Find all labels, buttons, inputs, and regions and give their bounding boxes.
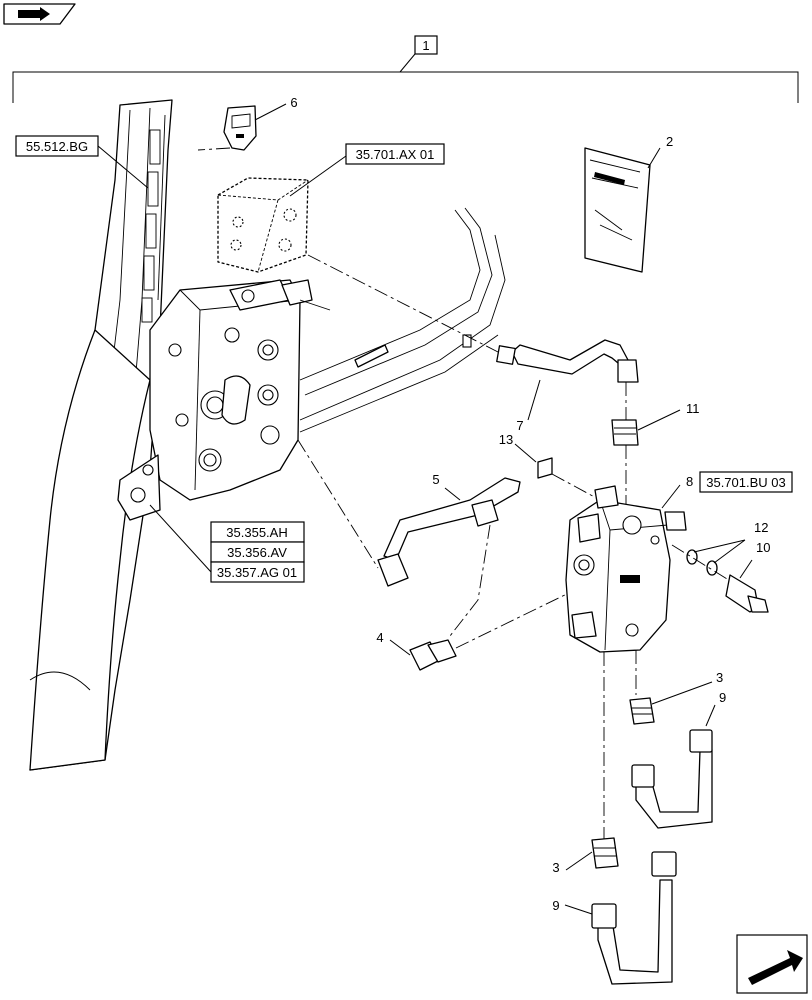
svg-text:55.512.BG: 55.512.BG — [26, 139, 88, 154]
callout-12: 12 — [754, 520, 768, 535]
item-11-fitting — [611, 419, 639, 446]
callout-5: 5 — [432, 472, 439, 487]
item-7-tube — [496, 339, 639, 383]
item-2-manual — [584, 147, 651, 273]
svg-text:35.355.AH: 35.355.AH — [226, 525, 287, 540]
callout-13: 13 — [499, 432, 513, 447]
callout-4: 4 — [376, 630, 383, 645]
frame-rail — [29, 99, 173, 771]
callout-3a: 3 — [716, 670, 723, 685]
callout-7: 7 — [516, 418, 523, 433]
item-10-bolt — [725, 574, 769, 613]
callout-9b: 9 — [552, 898, 559, 913]
callout-10: 10 — [756, 540, 770, 555]
callout-8: 8 — [686, 474, 693, 489]
svg-text:35.701.AX 01: 35.701.AX 01 — [356, 147, 435, 162]
callout-1: 1 — [422, 38, 429, 53]
svg-text:35.357.AG 01: 35.357.AG 01 — [217, 565, 297, 580]
item-3-upper-fitting — [629, 697, 655, 725]
harness-hoses — [299, 207, 506, 433]
ref-stack[interactable]: 35.355.AH 35.356.AV 35.357.AG 01 — [210, 521, 305, 583]
ref-35-701-bu-03[interactable]: 35.701.BU 03 — [699, 471, 793, 493]
callout-11: 11 — [686, 401, 700, 416]
manifold-block — [217, 177, 309, 273]
callout-3b: 3 — [552, 860, 559, 875]
book-arrow-icon[interactable] — [3, 3, 76, 25]
item-6-connector — [223, 105, 257, 151]
item-12-washers — [686, 549, 718, 576]
svg-text:35.701.BU 03: 35.701.BU 03 — [706, 475, 786, 490]
callout-2: 2 — [666, 134, 673, 149]
item-5-tube — [377, 477, 521, 587]
item-3-lower-fitting — [591, 837, 619, 869]
control-valve-block — [117, 279, 313, 521]
callout-6: 6 — [290, 95, 297, 110]
assembly-bracket: 1 — [12, 35, 799, 103]
item-4-fitting — [409, 639, 457, 671]
callout-9a: 9 — [719, 690, 726, 705]
ref-35-701-ax-01[interactable]: 35.701.AX 01 — [345, 143, 445, 165]
svg-text:35.356.AV: 35.356.AV — [227, 545, 287, 560]
next-page-arrow-icon[interactable] — [736, 934, 808, 994]
ref-55-512-bg[interactable]: 55.512.BG — [15, 135, 99, 157]
item-9-upper-hose — [631, 729, 713, 829]
item-8-valve — [565, 485, 687, 653]
item-13-clip — [537, 457, 553, 479]
item-9-lower-hose — [591, 851, 677, 985]
